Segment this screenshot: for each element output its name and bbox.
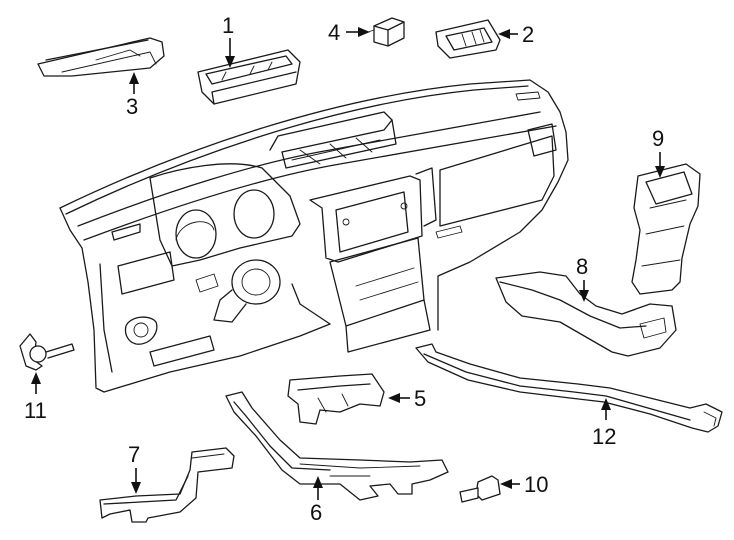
callout-label-12: 12	[592, 424, 616, 449]
part-10-clip	[459, 475, 501, 503]
callout-2: 2	[498, 22, 534, 47]
part-2-side-vent	[435, 19, 501, 59]
part-11-fastener	[19, 333, 75, 371]
part-5-duct-bracket	[287, 373, 385, 425]
part-12-side-duct	[415, 343, 723, 433]
callout-10: 10	[500, 472, 548, 497]
part-6-floor-duct	[225, 391, 449, 501]
part-9-upright-duct	[631, 163, 701, 295]
part-3-defrost-duct	[37, 37, 165, 77]
callout-5: 5	[388, 386, 426, 411]
callout-label-10: 10	[524, 472, 548, 497]
callout-12: 12	[592, 398, 616, 449]
part-4-actuator	[367, 17, 405, 47]
instrument-panel	[59, 79, 569, 393]
callout-label-2: 2	[522, 22, 534, 47]
callout-4: 4	[328, 20, 370, 45]
callout-label-11: 11	[24, 398, 47, 423]
callout-label-4: 4	[328, 20, 340, 45]
callout-label-1: 1	[222, 13, 234, 38]
part-1-center-vent	[197, 49, 301, 105]
callout-3: 3	[126, 72, 139, 119]
callout-label-8: 8	[576, 254, 588, 279]
callout-11: 11	[24, 372, 47, 423]
callout-8: 8	[576, 254, 589, 302]
callout-label-9: 9	[652, 126, 664, 151]
part-7-rear-duct	[99, 447, 235, 523]
callout-1: 1	[222, 13, 235, 68]
callout-label-6: 6	[310, 500, 322, 525]
callout-7: 7	[128, 442, 141, 494]
callout-label-5: 5	[414, 386, 426, 411]
callout-6: 6	[310, 476, 323, 525]
callout-label-7: 7	[128, 442, 140, 467]
callout-label-3: 3	[126, 94, 138, 119]
callout-9: 9	[652, 126, 665, 178]
part-8-console-duct	[495, 271, 677, 357]
